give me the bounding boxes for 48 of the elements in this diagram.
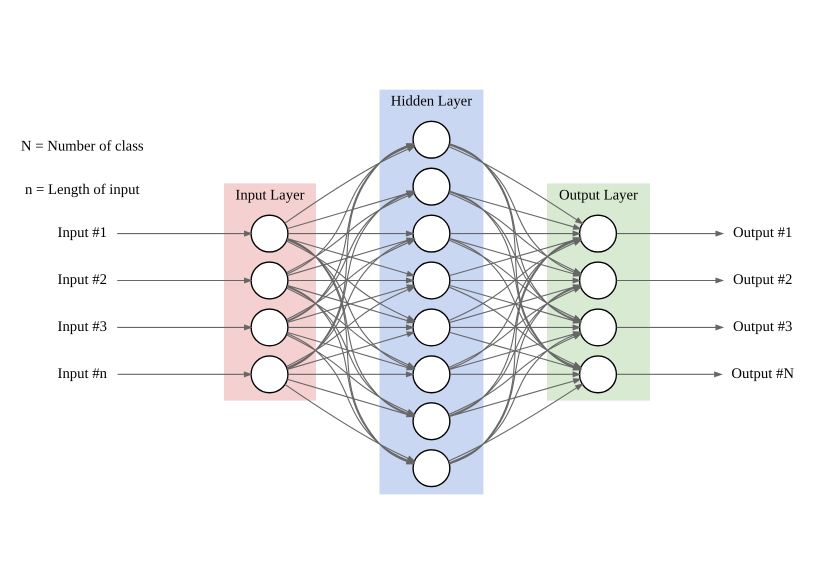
node-circle <box>412 354 451 393</box>
arrow <box>448 382 584 462</box>
node-circle <box>412 260 451 300</box>
node-circle <box>412 167 451 206</box>
node-circle <box>578 214 618 252</box>
node-text: Input #1 <box>58 224 108 241</box>
node-circle <box>412 308 451 346</box>
node-circle <box>412 402 451 440</box>
arrow <box>288 324 415 330</box>
node-circle <box>578 260 618 300</box>
arrow <box>450 230 582 236</box>
node-text: Input #2 <box>58 271 108 288</box>
arrow <box>616 230 724 236</box>
cluster: Output Layer <box>546 182 650 400</box>
arrow <box>449 378 582 416</box>
node-text: Output #N <box>731 365 794 382</box>
cluster: Input Layer <box>224 182 316 400</box>
node-text: Input #3 <box>58 318 108 334</box>
arrow <box>288 370 415 377</box>
arrow <box>450 276 582 284</box>
node-circle <box>412 120 451 158</box>
arrow <box>450 370 582 377</box>
node-circle <box>578 308 618 346</box>
node-circle <box>250 214 289 252</box>
arrow <box>616 276 724 284</box>
node-text: Input #n <box>58 365 108 382</box>
arrow <box>288 230 415 236</box>
arrow <box>118 370 253 377</box>
arrow <box>616 370 723 377</box>
node-circle <box>250 354 289 393</box>
node-circle <box>412 214 451 252</box>
node-circle <box>578 354 618 393</box>
arrow <box>448 145 584 224</box>
arrow <box>288 276 415 284</box>
node-text: Output #3 <box>733 318 792 334</box>
node-circle <box>250 308 289 346</box>
node-circle <box>412 448 451 487</box>
arrow <box>117 324 253 330</box>
label: n = Length of input <box>24 181 140 198</box>
arrow <box>117 230 253 236</box>
arrow <box>117 276 253 284</box>
node-text: Output #1 <box>733 224 792 241</box>
arrow <box>616 324 724 330</box>
node-text: Output #2 <box>733 271 792 288</box>
arrow <box>450 324 582 330</box>
cluster: Hidden Layer <box>379 89 484 494</box>
node-circle <box>250 260 289 300</box>
label: N = Number of class <box>20 138 144 154</box>
